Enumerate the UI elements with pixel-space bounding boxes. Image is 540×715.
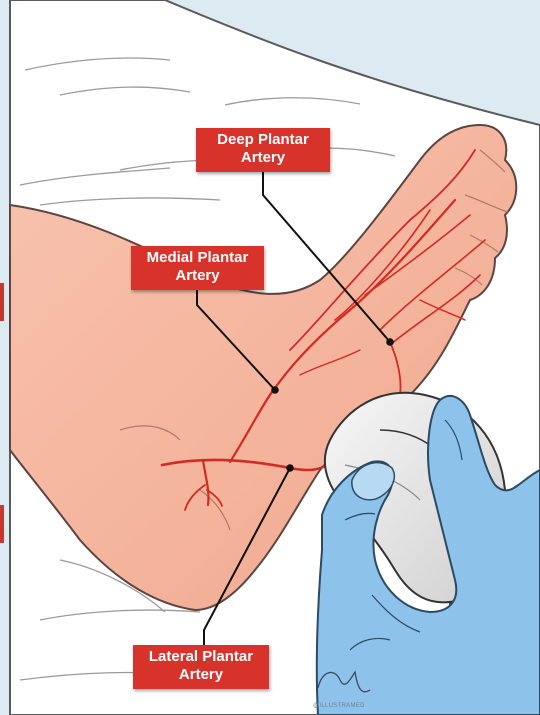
deep-plantar-artery-label: Deep Plantar Artery [196,128,330,172]
medial-plantar-dot [271,386,279,394]
lateral-plantar-label-line1: Lateral Plantar [133,648,269,666]
deep-plantar-label-line2: Artery [196,149,330,167]
medial-plantar-label-line2: Artery [131,267,264,285]
deep-plantar-label-line1: Deep Plantar [196,131,330,149]
lateral-plantar-artery-label: Lateral Plantar Artery [133,645,269,689]
deep-plantar-dot [386,338,394,346]
medial-plantar-label-line1: Medial Plantar [131,249,264,267]
watermark-text: @ILLUSTRAMED [313,703,365,709]
lateral-plantar-dot [286,464,294,472]
left-edge-tab [0,505,4,543]
left-edge-tab [0,283,4,321]
lateral-plantar-label-line2: Artery [133,666,269,684]
medial-plantar-artery-label: Medial Plantar Artery [131,246,264,290]
